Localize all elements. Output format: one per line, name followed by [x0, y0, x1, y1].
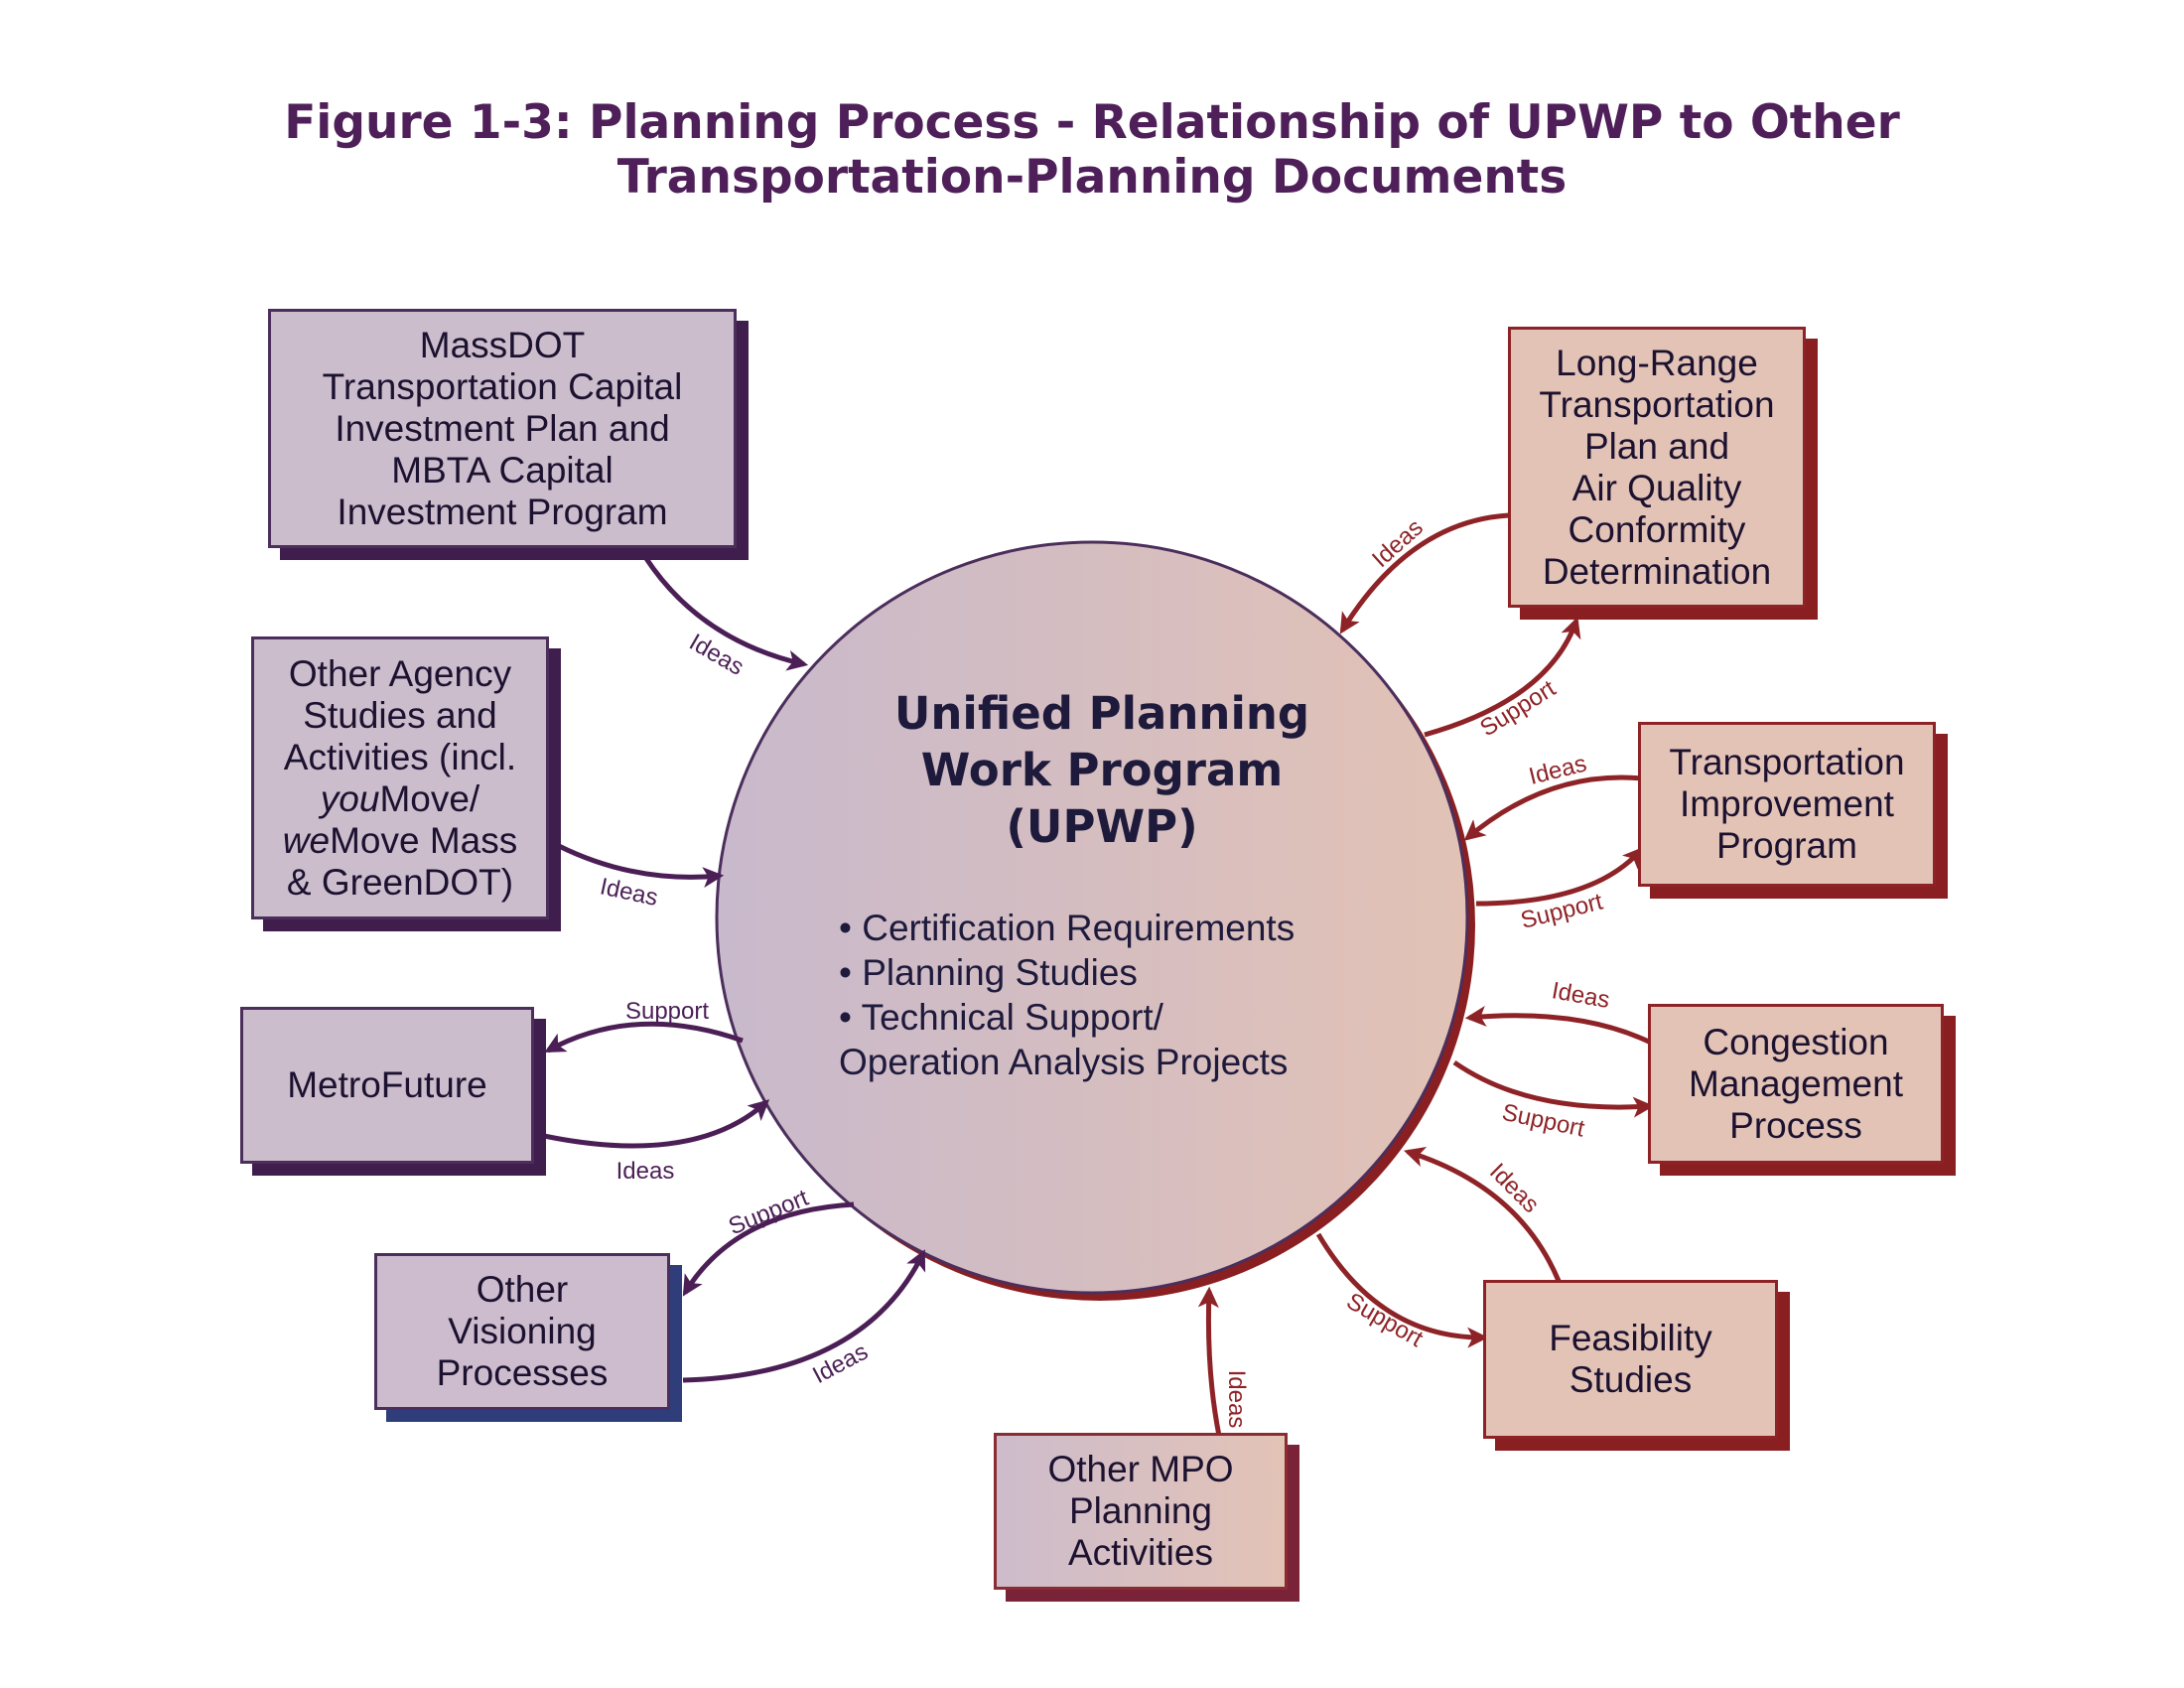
- box-other-visioning-processes: Other Visioning Processes: [374, 1253, 670, 1410]
- arrow-tip-support: [1475, 846, 1644, 907]
- lrtp-line-1: Long-Range: [1556, 342, 1758, 383]
- agency-line-2: Studies and: [303, 694, 497, 736]
- box-transportation-improvement-program: Transportation Improvement Program: [1638, 722, 1936, 887]
- label-metrofuture-ideas: Ideas: [616, 1158, 675, 1185]
- visioning-line-1: Other: [476, 1269, 569, 1310]
- upwp-bullet-1: • Certification Requirements: [839, 908, 1296, 948]
- arrow-visioning-ideas: [682, 1249, 926, 1383]
- mpo-line-1: Other MPO: [1047, 1449, 1234, 1489]
- tip-line-3: Program: [1716, 825, 1857, 866]
- upwp-bullet-list: • Certification Requirements • Planning …: [839, 906, 1295, 1084]
- lrtp-line-6: Determination: [1542, 550, 1772, 592]
- feasibility-line-1: Feasibility: [1549, 1318, 1712, 1358]
- lrtp-line-2: Transportation: [1539, 383, 1775, 425]
- figure-title-line-2: Transportation-Planning Documents: [616, 150, 1568, 205]
- arrow-mpo-ideas: [1197, 1286, 1222, 1437]
- label-metrofuture-support: Support: [625, 998, 709, 1025]
- tip-line-2: Improvement: [1680, 783, 1894, 824]
- upwp-title-line-2: Work Program: [920, 744, 1284, 796]
- mpo-line-3: Activities: [1068, 1532, 1213, 1573]
- feasibility-line-2: Studies: [1569, 1359, 1693, 1400]
- arrow-feasibility-ideas: [1403, 1146, 1562, 1282]
- figure-title-line-1: Figure 1-3: Planning Process - Relations…: [284, 95, 1900, 150]
- label-feasibility-support: Support: [1342, 1288, 1429, 1353]
- label-feasibility-ideas: Ideas: [1484, 1158, 1545, 1218]
- box-metrofuture: MetroFuture: [240, 1007, 534, 1164]
- arrow-agency-ideas: [557, 843, 725, 889]
- massdot-line-4: MBTA Capital: [391, 449, 614, 491]
- upwp-title-line-3: (UPWP): [1006, 800, 1198, 853]
- upwp-title-line-1: Unified Planning: [893, 687, 1310, 740]
- label-agency-ideas: Ideas: [598, 873, 660, 912]
- agency-line-5: weMove Mass: [283, 820, 517, 862]
- arrow-tip-ideas: [1463, 774, 1644, 841]
- massdot-line-1: MassDOT: [419, 324, 586, 365]
- arrow-massdot-ideas: [642, 555, 809, 671]
- label-cmp-ideas: Ideas: [1550, 977, 1612, 1014]
- cmp-line-1: Congestion: [1703, 1021, 1889, 1062]
- visioning-line-2: Visioning: [448, 1311, 597, 1351]
- agency-line-1: Other Agency: [288, 652, 512, 694]
- arrow-cmp-support: [1452, 1059, 1655, 1118]
- massdot-line-3: Investment Plan and: [335, 407, 670, 449]
- visioning-line-3: Processes: [436, 1352, 609, 1393]
- arrow-cmp-ideas: [1464, 1006, 1653, 1046]
- tip-line-1: Transportation: [1669, 742, 1905, 782]
- box-feasibility-studies: Feasibility Studies: [1483, 1280, 1778, 1439]
- agency-line-3: Activities (incl.: [283, 736, 517, 777]
- lrtp-line-4: Air Quality: [1571, 467, 1742, 508]
- box-massdot-capital-plan: MassDOT Transportation Capital Investmen…: [268, 309, 737, 548]
- lrtp-line-3: Plan and: [1583, 425, 1730, 467]
- arrow-feasibility-support: [1315, 1232, 1489, 1348]
- metrofuture-label: MetroFuture: [287, 1064, 487, 1105]
- upwp-bullet-2: • Planning Studies: [839, 952, 1138, 993]
- upwp-circle: [715, 540, 1469, 1295]
- box-long-range-plan: Long-Range Transportation Plan and Air Q…: [1508, 327, 1806, 608]
- upwp-bullet-4: Operation Analysis Projects: [839, 1042, 1289, 1082]
- arrow-metrofuture-support: [544, 1021, 744, 1054]
- box-other-agency-studies: Other Agency Studies and Activities (inc…: [251, 636, 549, 919]
- upwp-bullet-3: • Technical Support/: [839, 997, 1163, 1038]
- cmp-line-3: Process: [1729, 1104, 1862, 1146]
- upwp-title: Unified Planning Work Program (UPWP): [725, 685, 1479, 855]
- cmp-line-2: Management: [1689, 1062, 1903, 1104]
- agency-line-6: & GreenDOT): [286, 861, 514, 903]
- figure-title: Figure 1-3: Planning Process - Relations…: [0, 95, 2184, 205]
- agency-line-5-rest: Move Mass: [330, 819, 518, 861]
- label-tip-ideas: Ideas: [1526, 751, 1589, 790]
- lrtp-line-5: Conformity: [1568, 508, 1746, 550]
- label-mpo-ideas: Ideas: [1223, 1370, 1250, 1429]
- arrow-lrtp-ideas: [1339, 512, 1510, 634]
- box-congestion-management-process: Congestion Management Process: [1648, 1004, 1944, 1164]
- massdot-line-2: Transportation Capital: [322, 365, 683, 407]
- box-other-mpo-planning: Other MPO Planning Activities: [994, 1433, 1288, 1590]
- arrow-visioning-support: [682, 1201, 855, 1297]
- label-visioning-ideas: Ideas: [808, 1338, 873, 1389]
- label-visioning-support: Support: [725, 1185, 812, 1241]
- agency-line-4-italic: you: [320, 777, 380, 819]
- label-massdot-ideas: Ideas: [685, 629, 749, 681]
- agency-line-5-italic: we: [282, 819, 331, 861]
- agency-line-4: youMove/: [321, 778, 479, 820]
- agency-line-4-rest: Move/: [379, 777, 480, 819]
- arrow-metrofuture-ideas: [543, 1099, 770, 1149]
- arrow-lrtp-support: [1424, 617, 1581, 738]
- mpo-line-2: Planning: [1068, 1490, 1212, 1531]
- massdot-line-5: Investment Program: [337, 491, 668, 532]
